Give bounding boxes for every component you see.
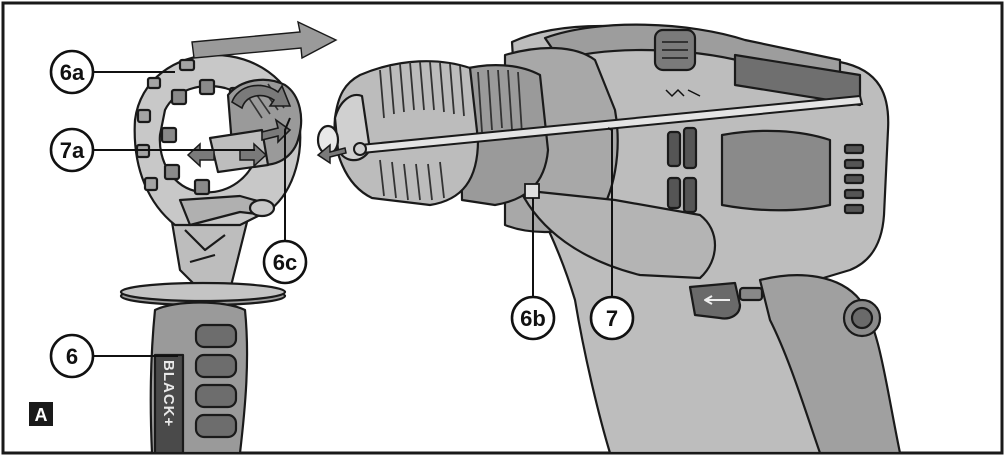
svg-text:6b: 6b [520,306,546,331]
brand-strip [153,353,185,455]
rear-vents [843,143,865,215]
callout-6: 6 [49,333,95,379]
handle-brand-text: BLACK+ [160,360,177,427]
svg-text:6c: 6c [273,250,297,275]
svg-text:7a: 7a [60,138,85,163]
depth-rod [353,94,864,156]
callout-6b: 6b [510,295,556,341]
drill-body [503,23,902,455]
chuck [316,60,550,207]
svg-text:A: A [35,405,48,425]
callout-7: 7 [589,295,635,341]
collar-marks [665,88,701,98]
chuck-knurling [379,61,523,201]
collar-tab [524,183,540,199]
grip-ribs [194,323,238,439]
slide-arrow [191,20,338,60]
svg-text:6a: 6a [60,60,85,85]
insert-arrow [316,143,347,165]
callout-lines [93,71,613,357]
callout-6c: 6c [262,239,308,285]
svg-text:6: 6 [66,344,78,369]
rotate-arrow [231,84,292,110]
motor-vents [666,126,698,214]
callout-6a: 6a [49,49,95,95]
side-handle [119,53,303,455]
lock-button [738,286,764,302]
svg-text:7: 7 [606,306,618,331]
side-window [720,129,832,212]
panel-label: A [29,402,53,426]
callout-7a: 7a [49,127,95,173]
front-guard [518,188,717,280]
